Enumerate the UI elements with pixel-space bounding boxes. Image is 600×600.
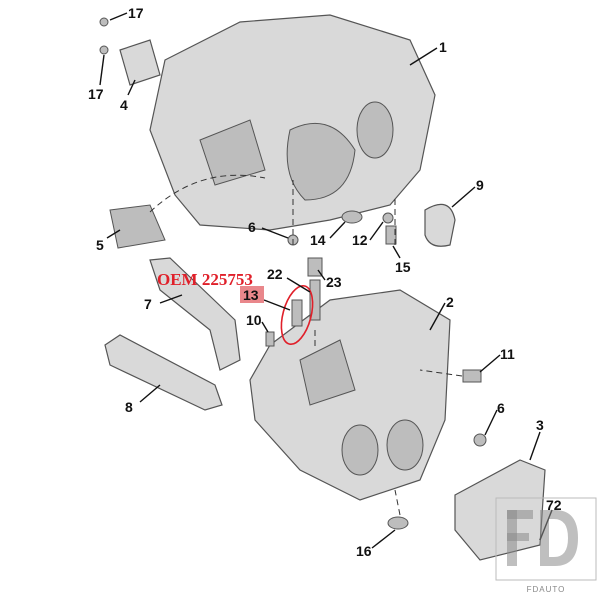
label-3: 3	[536, 417, 544, 433]
label-2: 2	[446, 294, 454, 310]
label-8: 8	[125, 399, 133, 415]
label-10: 10	[246, 312, 262, 328]
label-23: 23	[326, 274, 342, 290]
part-4	[119, 39, 161, 86]
plug-6b	[473, 433, 487, 447]
plug-15	[385, 225, 397, 245]
label-17a: 17	[128, 5, 144, 21]
part-5	[109, 204, 166, 249]
plug-16	[387, 516, 409, 530]
watermark-text: FDAUTO	[527, 585, 566, 594]
part-22	[309, 279, 321, 321]
washer-12	[382, 212, 394, 224]
gearbox-housing	[249, 289, 451, 501]
highlight-box-13	[240, 286, 264, 303]
fdauto-watermark: FDAUTO	[495, 497, 597, 594]
label-14: 14	[310, 232, 326, 248]
bolt-17a	[99, 17, 109, 27]
part-8	[104, 334, 223, 411]
label-6b: 6	[497, 400, 505, 416]
oem-annotation: OEM 225753	[157, 270, 253, 289]
part-10	[265, 331, 275, 347]
label-16: 16	[356, 543, 372, 559]
label-17b: 17	[88, 86, 104, 102]
label-15: 15	[395, 259, 411, 275]
label-9: 9	[476, 177, 484, 193]
label-7: 7	[144, 296, 152, 312]
label-72: 72	[546, 497, 562, 513]
label-13: 13	[243, 287, 259, 303]
label-1: 1	[439, 39, 447, 55]
label-6a: 6	[248, 219, 256, 235]
part-7-fork	[149, 257, 241, 371]
bolt-11	[462, 369, 482, 383]
part-9	[424, 203, 456, 247]
label-22: 22	[267, 266, 283, 282]
label-4: 4	[120, 97, 128, 113]
highlight-ring	[280, 284, 314, 346]
label-5: 5	[96, 237, 104, 253]
label-11: 11	[500, 346, 515, 362]
seal-14	[341, 210, 363, 224]
label-12: 12	[352, 232, 368, 248]
clutch-housing	[149, 14, 436, 231]
bolt-17b	[99, 45, 109, 55]
sensor-13	[291, 299, 303, 327]
